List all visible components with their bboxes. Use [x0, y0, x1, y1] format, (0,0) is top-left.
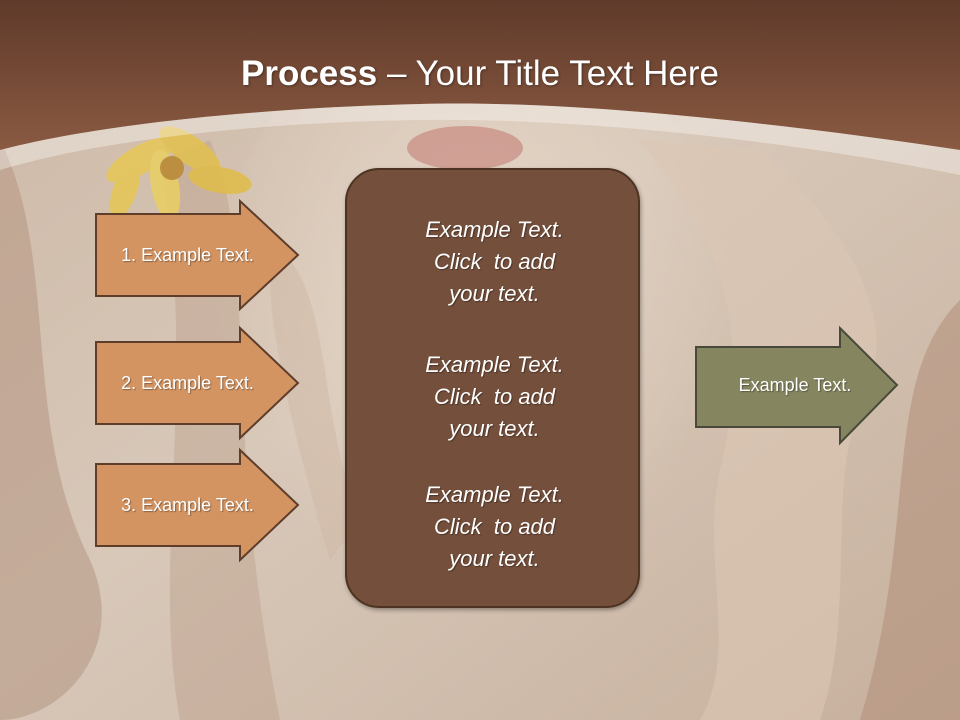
arrow-shape — [95, 447, 300, 563]
arrow-shape — [695, 325, 899, 446]
step-label: 2. Example Text. — [121, 372, 254, 393]
slide-title: Process – Your Title Text Here — [0, 50, 960, 98]
hand-left — [270, 260, 360, 560]
lips — [407, 126, 523, 170]
step-arrow-2[interactable]: 2. Example Text. — [95, 325, 300, 441]
hand-right — [640, 140, 877, 720]
output-arrow[interactable]: Example Text. — [695, 325, 900, 446]
center-text-block-3[interactable]: Example Text. Click to add your text. — [347, 479, 642, 575]
center-text-box[interactable]: Example Text. Click to add your text. Ex… — [345, 168, 640, 608]
center-text-line: your text. — [449, 281, 540, 306]
center-text-line: your text. — [449, 546, 540, 571]
title-rest: – Your Title Text Here — [377, 54, 719, 93]
hair-right — [860, 300, 960, 720]
center-text-line: Example Text. — [425, 352, 564, 377]
title-bold: Process — [241, 54, 378, 93]
center-text-line: Example Text. — [425, 217, 564, 242]
hair-left — [0, 140, 102, 720]
header-band — [0, 0, 960, 150]
step-arrow-3[interactable]: 3. Example Text. — [95, 447, 300, 563]
center-text-block-2[interactable]: Example Text. Click to add your text. — [347, 349, 642, 445]
center-text-line: Click to add — [433, 249, 556, 274]
step-arrow-1[interactable]: 1. Example Text. — [95, 198, 300, 312]
center-text-line: your text. — [449, 416, 540, 441]
flower — [106, 126, 252, 221]
arrow-shape — [95, 325, 300, 441]
center-text-line: Click to add — [433, 514, 556, 539]
step-label: 1. Example Text. — [121, 244, 254, 265]
center-text-line: Click to add — [433, 384, 556, 409]
output-label: Example Text. — [738, 375, 852, 395]
center-text-block-1[interactable]: Example Text. Click to add your text. — [347, 214, 642, 310]
center-text-line: Example Text. — [425, 482, 564, 507]
arrow-shape — [95, 198, 300, 312]
header-swoosh — [0, 103, 960, 175]
step-label: 3. Example Text. — [121, 494, 254, 515]
